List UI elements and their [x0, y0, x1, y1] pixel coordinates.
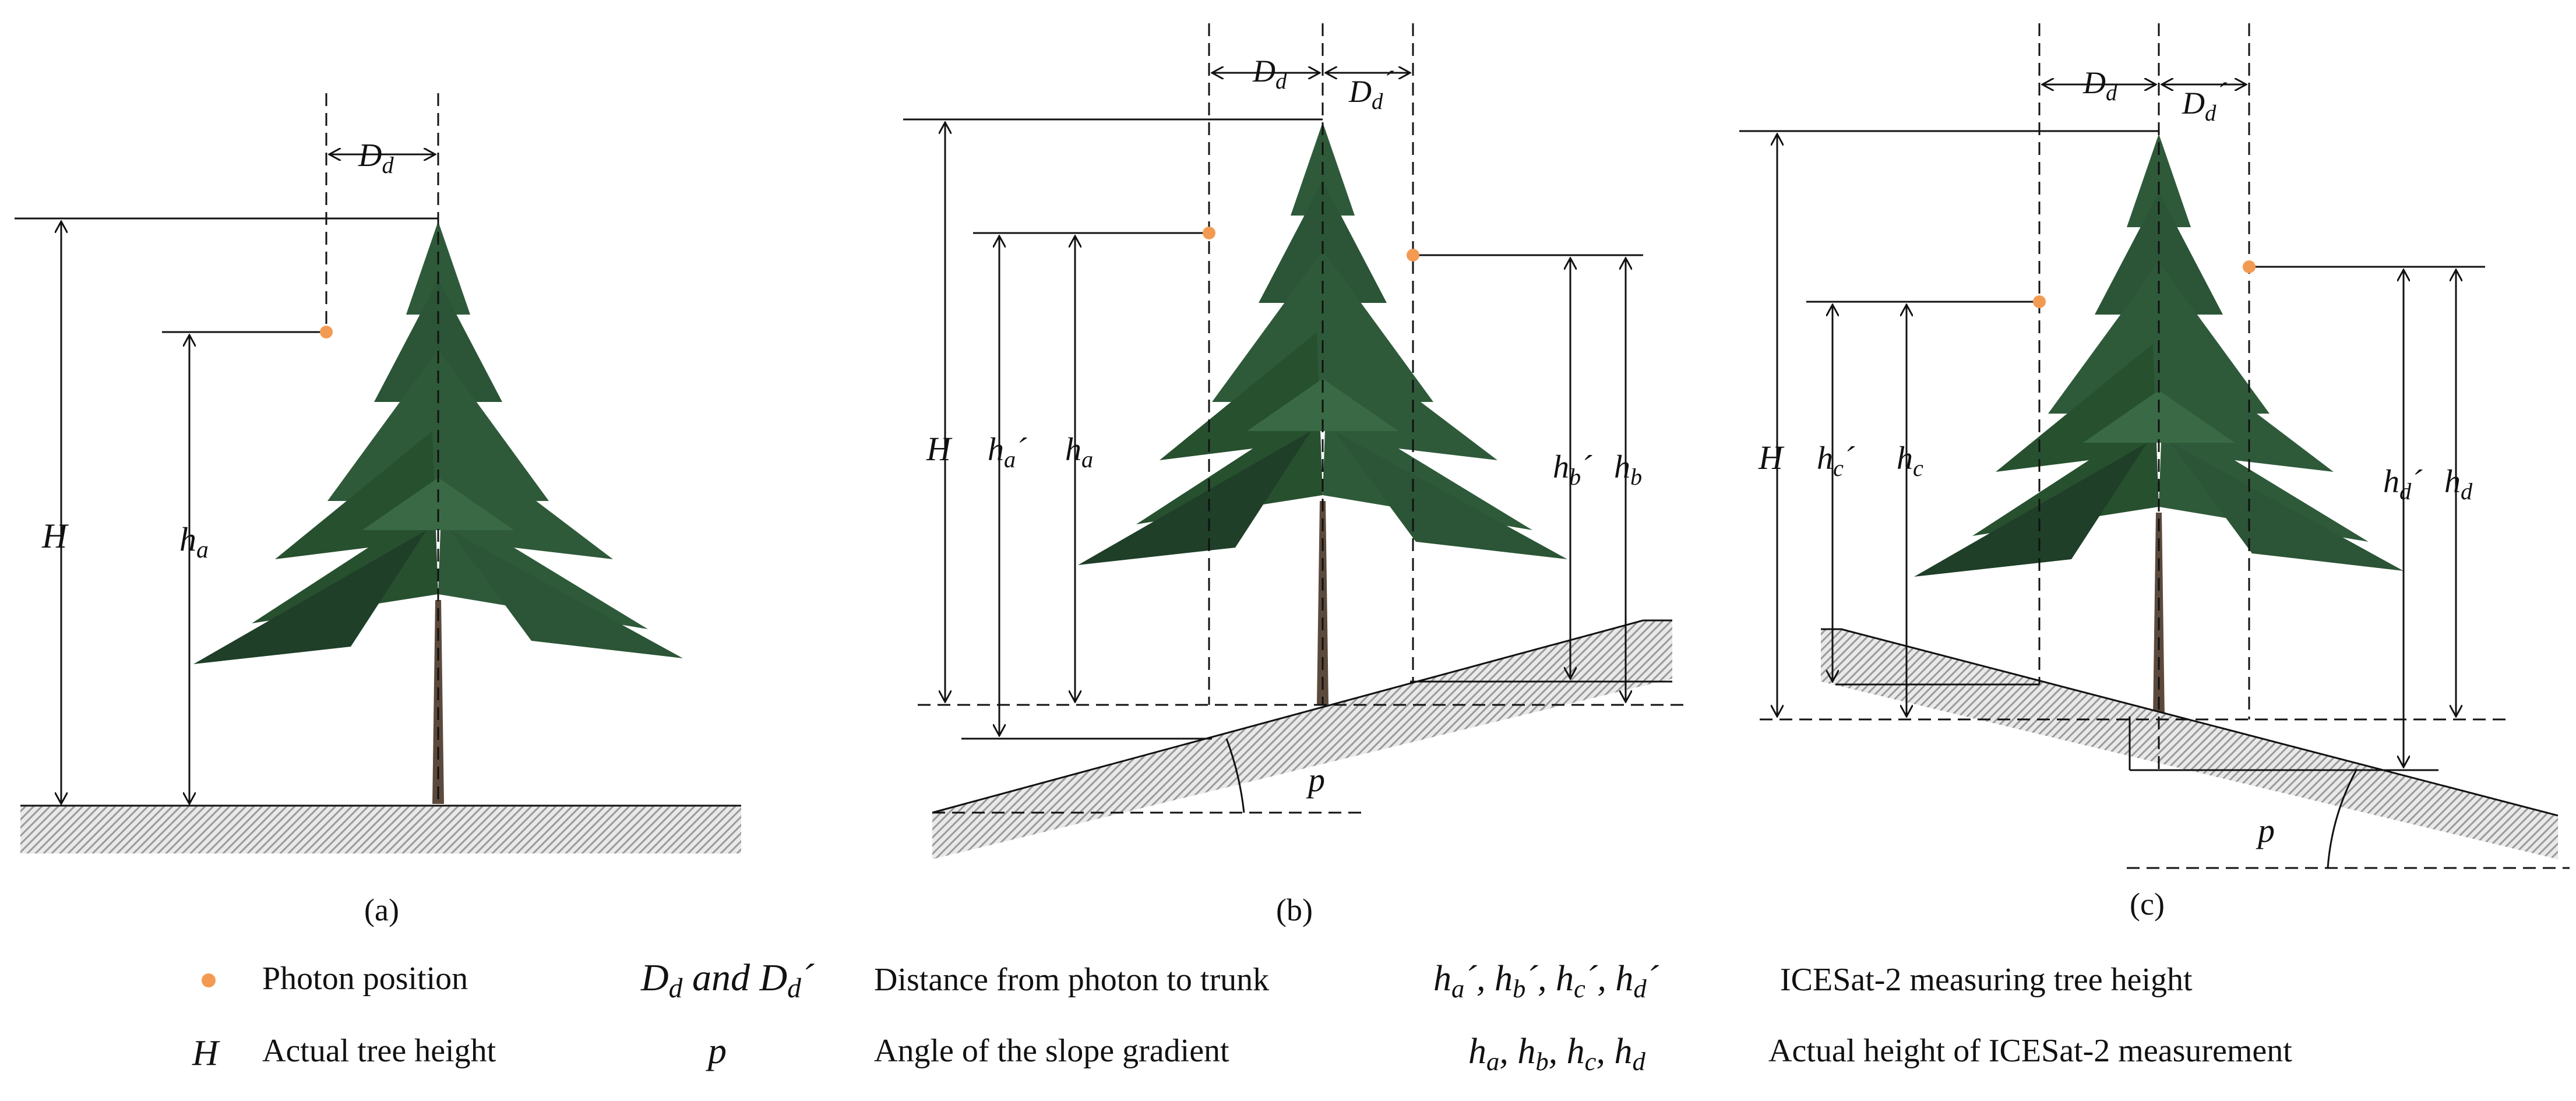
- photon-a: [320, 326, 333, 338]
- legend-H-symbol: H: [192, 1033, 220, 1073]
- ground-b: [932, 620, 1672, 859]
- label-D-b: Dd: [1252, 54, 1287, 94]
- caption-c: (c): [2130, 887, 2165, 922]
- label-H-c: H: [1758, 439, 1785, 477]
- label-hd-c: hd: [2444, 464, 2473, 504]
- caption-b: (b): [1276, 892, 1313, 927]
- angle-arc-b: [1225, 738, 1245, 813]
- label-D-c: Dd: [2082, 65, 2117, 105]
- label-D-a: Dd: [358, 137, 394, 178]
- photon-c2: [2243, 260, 2256, 273]
- label-p-b: p: [1306, 761, 1325, 799]
- legend-D-text: Distance from photon to trunk: [874, 962, 1269, 998]
- label-H-a: H: [41, 517, 69, 555]
- legend-h-text: Actual height of ICESat-2 measurement: [1768, 1033, 2292, 1069]
- photon-c1: [2033, 295, 2046, 308]
- label-hc-prime-c: hc´: [1817, 440, 1855, 481]
- label-hd-prime-c: hd´: [2383, 464, 2423, 504]
- legend-hprime-text: ICESat-2 measuring tree height: [1780, 962, 2193, 998]
- legend-hprime-symbols: ha´, hb´, hc´, hd´: [1433, 959, 1659, 1003]
- label-D2-b: Dd´: [1348, 65, 1394, 114]
- legend-D-symbol: Dd and Dd´: [640, 957, 815, 1004]
- label-h-a: ha: [179, 520, 209, 563]
- angle-arc-c: [2327, 768, 2358, 869]
- caption-a: (a): [364, 892, 399, 927]
- label-p-c: p: [2256, 811, 2275, 849]
- legend-p-symbol: p: [706, 1030, 727, 1071]
- label-ha-b: ha: [1065, 432, 1093, 472]
- label-D2-c: Dd´: [2182, 76, 2227, 126]
- legend: Photon position H Actual tree height Dd …: [192, 957, 2292, 1076]
- ground-a: [20, 806, 741, 853]
- photon-b2: [1407, 249, 1419, 262]
- legend-h-symbols: ha, hb, hc, hd: [1468, 1032, 1645, 1076]
- ground-c: [1821, 629, 2558, 859]
- panel-b: H ha´ ha hb´ hb Dd Dd´ p (b): [903, 23, 1684, 927]
- slope-line-c: [1841, 628, 2559, 817]
- legend-photon-marker: [202, 973, 216, 987]
- label-hb-b: hb: [1614, 449, 1642, 490]
- panel-a: H ha Dd (a): [15, 93, 741, 927]
- panel-c: H hc´ hc hd´ hd Dd Dd´ p (c): [1739, 23, 2570, 922]
- legend-H-text: Actual tree height: [262, 1033, 496, 1069]
- label-ha-prime-b: ha´: [988, 432, 1027, 472]
- label-hc-c: hc: [1897, 440, 1923, 481]
- slope-line-b: [932, 619, 1644, 814]
- legend-p-text: Angle of the slope gradient: [874, 1033, 1229, 1069]
- label-hb-prime-b: hb´: [1553, 449, 1592, 490]
- photon-b1: [1203, 227, 1215, 239]
- label-H-b: H: [926, 430, 953, 468]
- legend-photon-text: Photon position: [262, 961, 468, 997]
